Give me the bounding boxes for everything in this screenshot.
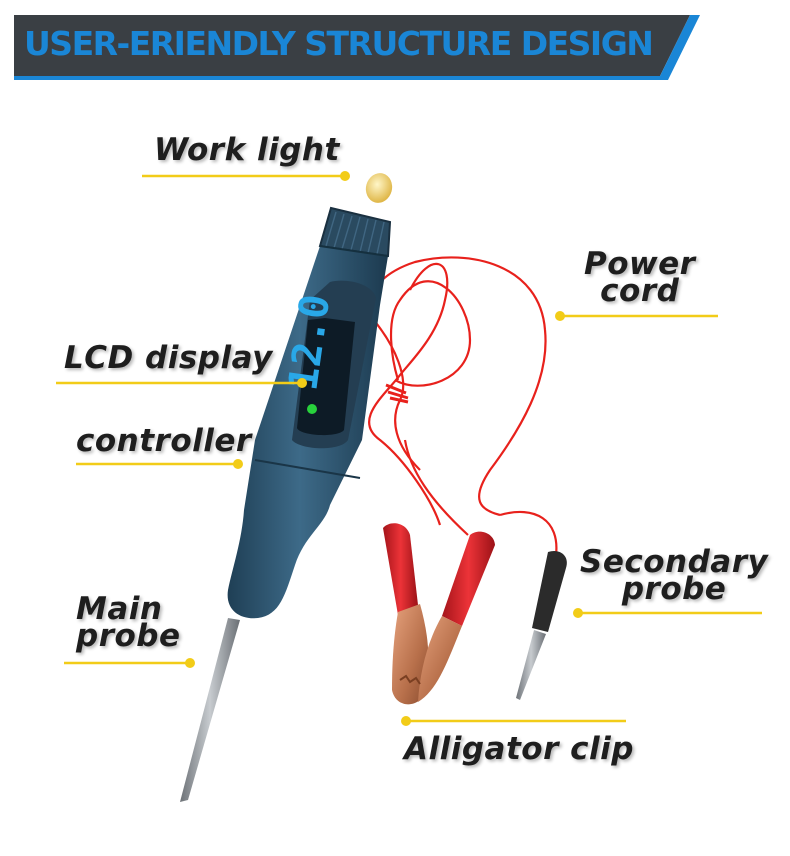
label-main-probe: Main probe bbox=[76, 591, 181, 654]
status-led bbox=[307, 404, 317, 414]
alligator-clip bbox=[383, 523, 495, 705]
label-controller: controller bbox=[76, 423, 252, 459]
label-power-cord: Power cord bbox=[584, 246, 696, 309]
leader-dots bbox=[185, 171, 583, 726]
banner-shape bbox=[14, 15, 700, 80]
header-banner: USER-ERIENDLY STRUCTURE DESIGN bbox=[0, 0, 790, 90]
label-work-light: Work light bbox=[154, 132, 340, 168]
banner-title: USER-ERIENDLY STRUCTURE DESIGN bbox=[24, 24, 654, 63]
label-secondary-probe: Secondary probe bbox=[580, 544, 769, 607]
leader-lines bbox=[56, 174, 762, 723]
secondary-probe bbox=[516, 550, 567, 700]
pen-body bbox=[180, 173, 393, 802]
label-alligator-clip: Alligator clip bbox=[404, 731, 634, 767]
power-cord bbox=[368, 256, 558, 556]
work-light-bulb bbox=[365, 173, 393, 203]
label-lcd-display: LCD display bbox=[64, 340, 273, 376]
main-probe bbox=[180, 618, 240, 802]
